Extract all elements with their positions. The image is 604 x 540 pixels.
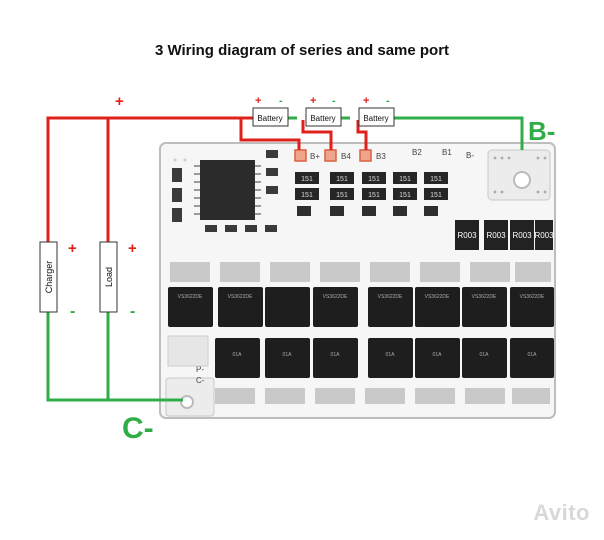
part-label: 151 — [368, 176, 380, 183]
pcb-label-b-plus: B+ — [310, 152, 320, 161]
control-ic — [194, 160, 261, 220]
part-label: 151 — [399, 176, 411, 183]
smd-components — [172, 150, 278, 232]
part-label: 151 — [399, 192, 411, 199]
mosfet-label: 01A — [283, 352, 293, 358]
mosfet-label: 01A — [480, 352, 490, 358]
resistor-label: R003 — [512, 231, 532, 240]
mosfet-row-top: VS3622DE VS3622DE VS3622DE VS3622DE VS36… — [168, 262, 554, 327]
pcb-label-b2: B2 — [412, 148, 422, 157]
charger-label: Charger — [44, 261, 54, 294]
resistor-label: R003 — [457, 231, 477, 240]
part-label: 151 — [301, 192, 313, 199]
resistor-label: R003 — [534, 231, 554, 240]
battery-minus: - — [332, 95, 336, 107]
charger-minus: - — [70, 303, 75, 320]
load-plus: + — [128, 240, 137, 257]
main-plus: + — [115, 93, 124, 110]
mosfet-label: 01A — [233, 352, 243, 358]
load-box: Load — [99, 241, 118, 313]
part-label: 151 — [430, 192, 442, 199]
mosfet-label: 01A — [433, 352, 443, 358]
mosfet-label: VS3622DE — [178, 294, 203, 300]
mosfet-label: 01A — [386, 352, 396, 358]
battery-plus: + — [255, 95, 261, 107]
mosfet-label: VS3622DE — [425, 294, 450, 300]
charger-box: Charger — [39, 241, 58, 313]
mosfet-label: VS3622DE — [520, 294, 545, 300]
pcb-label-b3: B3 — [376, 152, 386, 161]
part-label: 151 — [336, 176, 348, 183]
diagram-title: 3 Wiring diagram of series and same port — [154, 42, 450, 59]
battery-cell-2: Battery — [305, 107, 342, 127]
battery-label: Battery — [310, 114, 335, 123]
part-label: 151 — [368, 192, 380, 199]
battery-plus: + — [310, 95, 316, 107]
mosfet-label: VS3622DE — [323, 294, 348, 300]
negative-wires — [46, 116, 524, 402]
mosfet-label: 01A — [331, 352, 341, 358]
battery-cells: Battery Battery Battery + - + - + - — [252, 95, 395, 127]
b-minus-label: B- — [528, 116, 555, 146]
mosfet-row-bottom: 01A 01A 01A 01A 01A 01A 01A — [167, 335, 554, 404]
pcb-label-b-minus: B- — [466, 151, 474, 160]
battery-cell-3: Battery — [358, 107, 395, 127]
small-resistors: 151 151 151 151 151 151 151 151 151 151 — [295, 172, 448, 216]
small-part-row-2 — [295, 188, 448, 200]
pcb-label-p-minus: P- — [196, 365, 204, 374]
small-part-row-1 — [295, 172, 448, 184]
resistor-label: R003 — [486, 231, 506, 240]
shunt-resistors: R003 R003 R003 R003 — [455, 220, 554, 250]
mosfet-label: VS3622DE — [472, 294, 497, 300]
battery-plus: + — [363, 95, 369, 107]
balance-pads — [294, 149, 372, 162]
part-label: 151 — [301, 176, 313, 183]
avito-watermark: Avito — [533, 500, 590, 525]
load-minus: - — [130, 303, 135, 320]
c-minus-pad — [165, 377, 215, 417]
b-minus-pad — [487, 149, 551, 201]
load-label: Load — [104, 267, 114, 287]
pcb-label-c-minus: C- — [196, 376, 205, 385]
part-label: 151 — [430, 176, 442, 183]
battery-label: Battery — [363, 114, 388, 123]
mosfet-label: VS3622DE — [228, 294, 253, 300]
battery-minus: - — [386, 95, 390, 107]
charger-plus: + — [68, 240, 77, 257]
part-label: 151 — [336, 192, 348, 199]
mosfet-label: 01A — [528, 352, 538, 358]
pcb-label-b4: B4 — [341, 152, 351, 161]
positive-wires — [46, 116, 368, 242]
battery-minus: - — [279, 95, 283, 107]
battery-label: Battery — [257, 114, 282, 123]
mosfet-label: VS3622DE — [378, 294, 403, 300]
pcb-label-b1: B1 — [442, 148, 452, 157]
battery-cell-1: Battery — [252, 107, 289, 127]
c-minus-label: C- — [122, 412, 154, 445]
